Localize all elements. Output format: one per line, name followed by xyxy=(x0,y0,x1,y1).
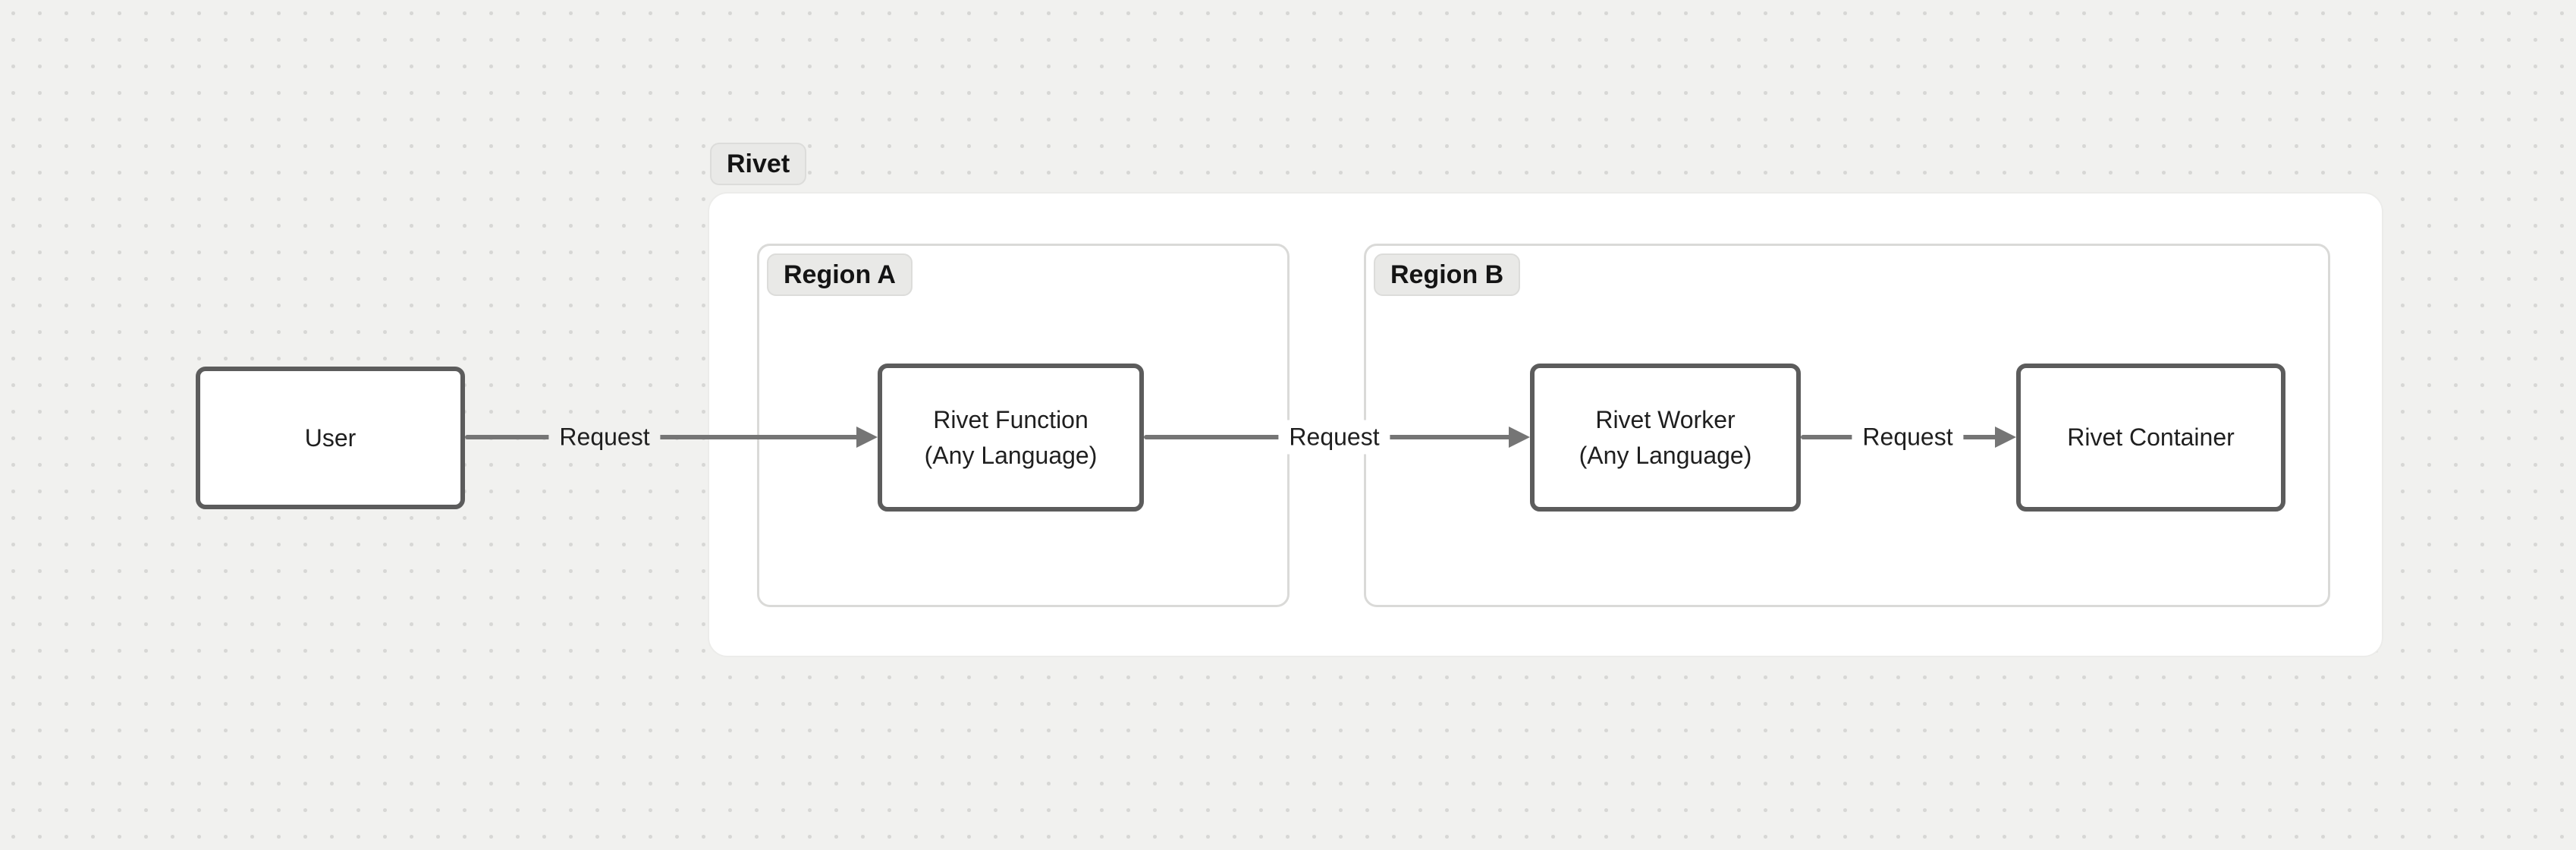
node-rivet-function-label: Rivet Function (Any Language) xyxy=(925,402,1098,474)
node-rivet-container-label: Rivet Container xyxy=(2067,423,2235,451)
arrowhead-right-icon xyxy=(856,427,878,448)
edge-user-to-function: Request xyxy=(465,414,878,460)
region-b-label: Region B xyxy=(1374,253,1521,296)
node-rivet-worker-label: Rivet Worker (Any Language) xyxy=(1579,402,1752,474)
node-rivet-worker-line1: Rivet Worker xyxy=(1595,405,1736,433)
edge-label-request-2: Request xyxy=(1278,420,1390,455)
rivet-group-label: Rivet xyxy=(710,143,807,185)
edge-label-request-3: Request xyxy=(1852,420,1964,455)
arrowhead-right-icon xyxy=(1995,427,2016,448)
node-rivet-function-line2: (Any Language) xyxy=(924,441,1098,469)
node-user: User xyxy=(196,367,465,509)
node-rivet-function-line1: Rivet Function xyxy=(933,405,1089,433)
node-user-label: User xyxy=(304,423,357,452)
edge-worker-to-container: Request xyxy=(1801,414,2016,460)
edge-line xyxy=(465,435,859,439)
arrowhead-right-icon xyxy=(1509,427,1530,448)
node-rivet-container: Rivet Container xyxy=(2016,364,2285,512)
node-rivet-worker-line2: (Any Language) xyxy=(1579,441,1752,469)
edge-function-to-worker: Request xyxy=(1144,414,1530,460)
region-a-label: Region A xyxy=(767,253,913,296)
edge-label-request-1: Request xyxy=(548,420,661,455)
node-rivet-worker: Rivet Worker (Any Language) xyxy=(1530,364,1801,512)
node-rivet-function: Rivet Function (Any Language) xyxy=(878,364,1144,512)
